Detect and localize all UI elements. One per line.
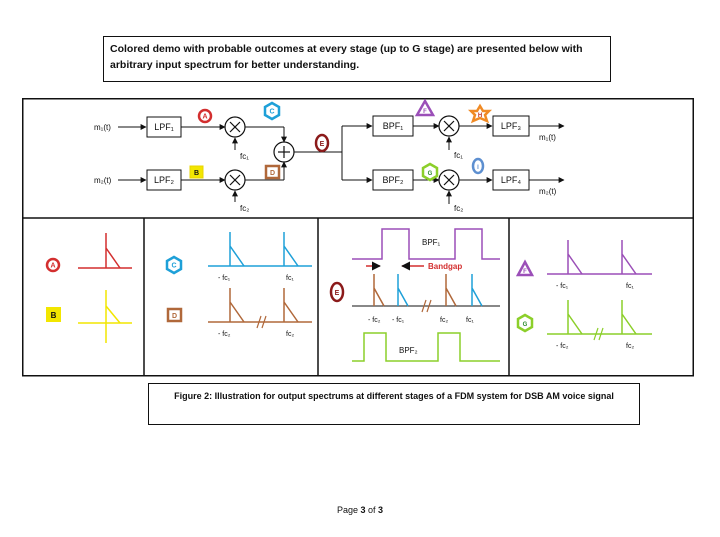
spectrum-panel-cd: C - fc₁ fc₁ D - fc₂ fc₂ bbox=[165, 232, 312, 338]
spectrum-panel-fg: F - fc₁ fc₁ G - fc₂ fc₂ bbox=[515, 240, 652, 350]
svg-text:A: A bbox=[50, 263, 55, 270]
bpf2-block bbox=[372, 169, 414, 191]
marker-h-icon bbox=[467, 103, 493, 124]
lpf1-block bbox=[146, 116, 182, 138]
bpf2-label: BPF₂ bbox=[383, 175, 405, 185]
svg-text:E: E bbox=[335, 290, 340, 297]
marker-c-icon bbox=[263, 101, 281, 121]
svg-text:B: B bbox=[51, 311, 57, 320]
svg-text:A: A bbox=[202, 114, 207, 121]
svg-text:B: B bbox=[194, 170, 199, 177]
output-m2-label: m₂(t) bbox=[539, 187, 557, 196]
marker-f-icon bbox=[414, 98, 436, 117]
panel-marker-f-icon bbox=[515, 259, 535, 277]
carrier-fc2-label: fc₂ bbox=[240, 204, 249, 213]
svg-text:F: F bbox=[523, 269, 527, 275]
spectrum-panel-ab: A B bbox=[45, 233, 132, 343]
marker-d-icon bbox=[264, 164, 281, 180]
panel-marker-d-icon bbox=[166, 307, 183, 323]
panel-marker-e-icon bbox=[329, 281, 345, 303]
svg-text:G: G bbox=[523, 322, 528, 328]
output-m1-label: m₁(t) bbox=[539, 133, 556, 142]
footer-page-prefix: Page bbox=[336, 505, 361, 515]
svg-text:C: C bbox=[171, 263, 176, 270]
svg-text:H: H bbox=[478, 113, 482, 119]
panel-d-pos-fc2: fc₂ bbox=[286, 331, 294, 338]
input-m1-label: m₁(t) bbox=[94, 123, 111, 132]
svg-text:G: G bbox=[428, 171, 433, 177]
intro-text-box: Colored demo with probable outcomes at e… bbox=[103, 36, 611, 82]
lpf4-block bbox=[492, 169, 530, 191]
panel-e-tick-neg-fc2: - fc₂ bbox=[368, 317, 381, 324]
panel-g-pos-fc2: fc₂ bbox=[626, 343, 634, 350]
carrier-fc1-label: fc₁ bbox=[240, 152, 249, 161]
fdm-diagram: LPF₁ LPF₂ BPF₁ BPF₂ LPF₃ LPF₄ m₁(t) m₂(t… bbox=[22, 98, 694, 377]
svg-text:E: E bbox=[320, 141, 325, 148]
bpf1-label: BPF₁ bbox=[383, 121, 404, 131]
lpf3-label: LPF₃ bbox=[501, 121, 522, 131]
lpf1-label: LPF₁ bbox=[154, 122, 174, 132]
panel-e-bpf1-label: BPF₁ bbox=[422, 238, 441, 247]
panel-c-pos-fc1: fc₁ bbox=[286, 275, 294, 282]
svg-text:D: D bbox=[270, 170, 275, 177]
bpf1-block bbox=[372, 115, 414, 137]
block-diagram bbox=[118, 123, 565, 204]
svg-text:C: C bbox=[269, 109, 274, 116]
footer-page-of: of bbox=[365, 505, 379, 515]
svg-text:I: I bbox=[477, 165, 479, 171]
panel-f-pos-fc1: fc₁ bbox=[626, 283, 634, 290]
input-m2-label: m₂(t) bbox=[94, 176, 112, 185]
marker-b-icon bbox=[189, 165, 204, 179]
panel-d-neg-fc2: - fc₂ bbox=[218, 331, 231, 338]
lpf3-block bbox=[492, 115, 530, 137]
marker-e-icon bbox=[314, 133, 330, 153]
panel-marker-c-icon bbox=[165, 255, 183, 275]
figure-caption: Figure 2: Illustration for output spectr… bbox=[174, 391, 614, 401]
marker-a-icon bbox=[197, 108, 213, 124]
lpf2-block bbox=[146, 169, 182, 191]
svg-text:D: D bbox=[172, 313, 177, 320]
diagram-frame bbox=[22, 98, 694, 377]
panel-f-neg-fc1: - fc₁ bbox=[556, 283, 569, 290]
marker-i-icon bbox=[471, 157, 485, 175]
panel-g-neg-fc2: - fc₂ bbox=[556, 343, 569, 350]
carrier-fc1-rx-label: fc₁ bbox=[454, 151, 463, 160]
lpf4-label: LPF₄ bbox=[501, 175, 522, 185]
page-footer: Page 3 of 3 bbox=[0, 505, 720, 515]
figure-caption-box: Figure 2: Illustration for output spectr… bbox=[148, 383, 640, 425]
panel-e-tick-neg-fc1: - fc₁ bbox=[392, 317, 405, 324]
footer-page-total: 3 bbox=[378, 505, 384, 515]
svg-text:F: F bbox=[423, 109, 427, 115]
panel-marker-a-icon bbox=[45, 257, 61, 273]
marker-g-icon bbox=[421, 162, 439, 182]
lpf2-label: LPF₂ bbox=[154, 175, 175, 185]
intro-text: Colored demo with probable outcomes at e… bbox=[110, 43, 583, 71]
panel-e-tick-fc2: fc₂ bbox=[440, 317, 448, 324]
panel-marker-g-icon bbox=[516, 313, 534, 333]
panel-marker-b-icon bbox=[46, 307, 61, 322]
panel-e-bpf2-label: BPF₂ bbox=[399, 346, 418, 355]
panel-e-bandgap-label: Bandgap bbox=[428, 262, 462, 271]
panel-c-neg-fc1: - fc₁ bbox=[218, 275, 231, 282]
panel-e-tick-fc1: fc₁ bbox=[466, 317, 474, 324]
footer-page-number: 3 bbox=[360, 505, 366, 515]
carrier-fc2-rx-label: fc₂ bbox=[454, 204, 463, 213]
spectrum-panel-e: E BPF₁ Bandgap - fc₂ - fc₁ fc₂ fc₁ BPF₂ bbox=[329, 228, 500, 362]
